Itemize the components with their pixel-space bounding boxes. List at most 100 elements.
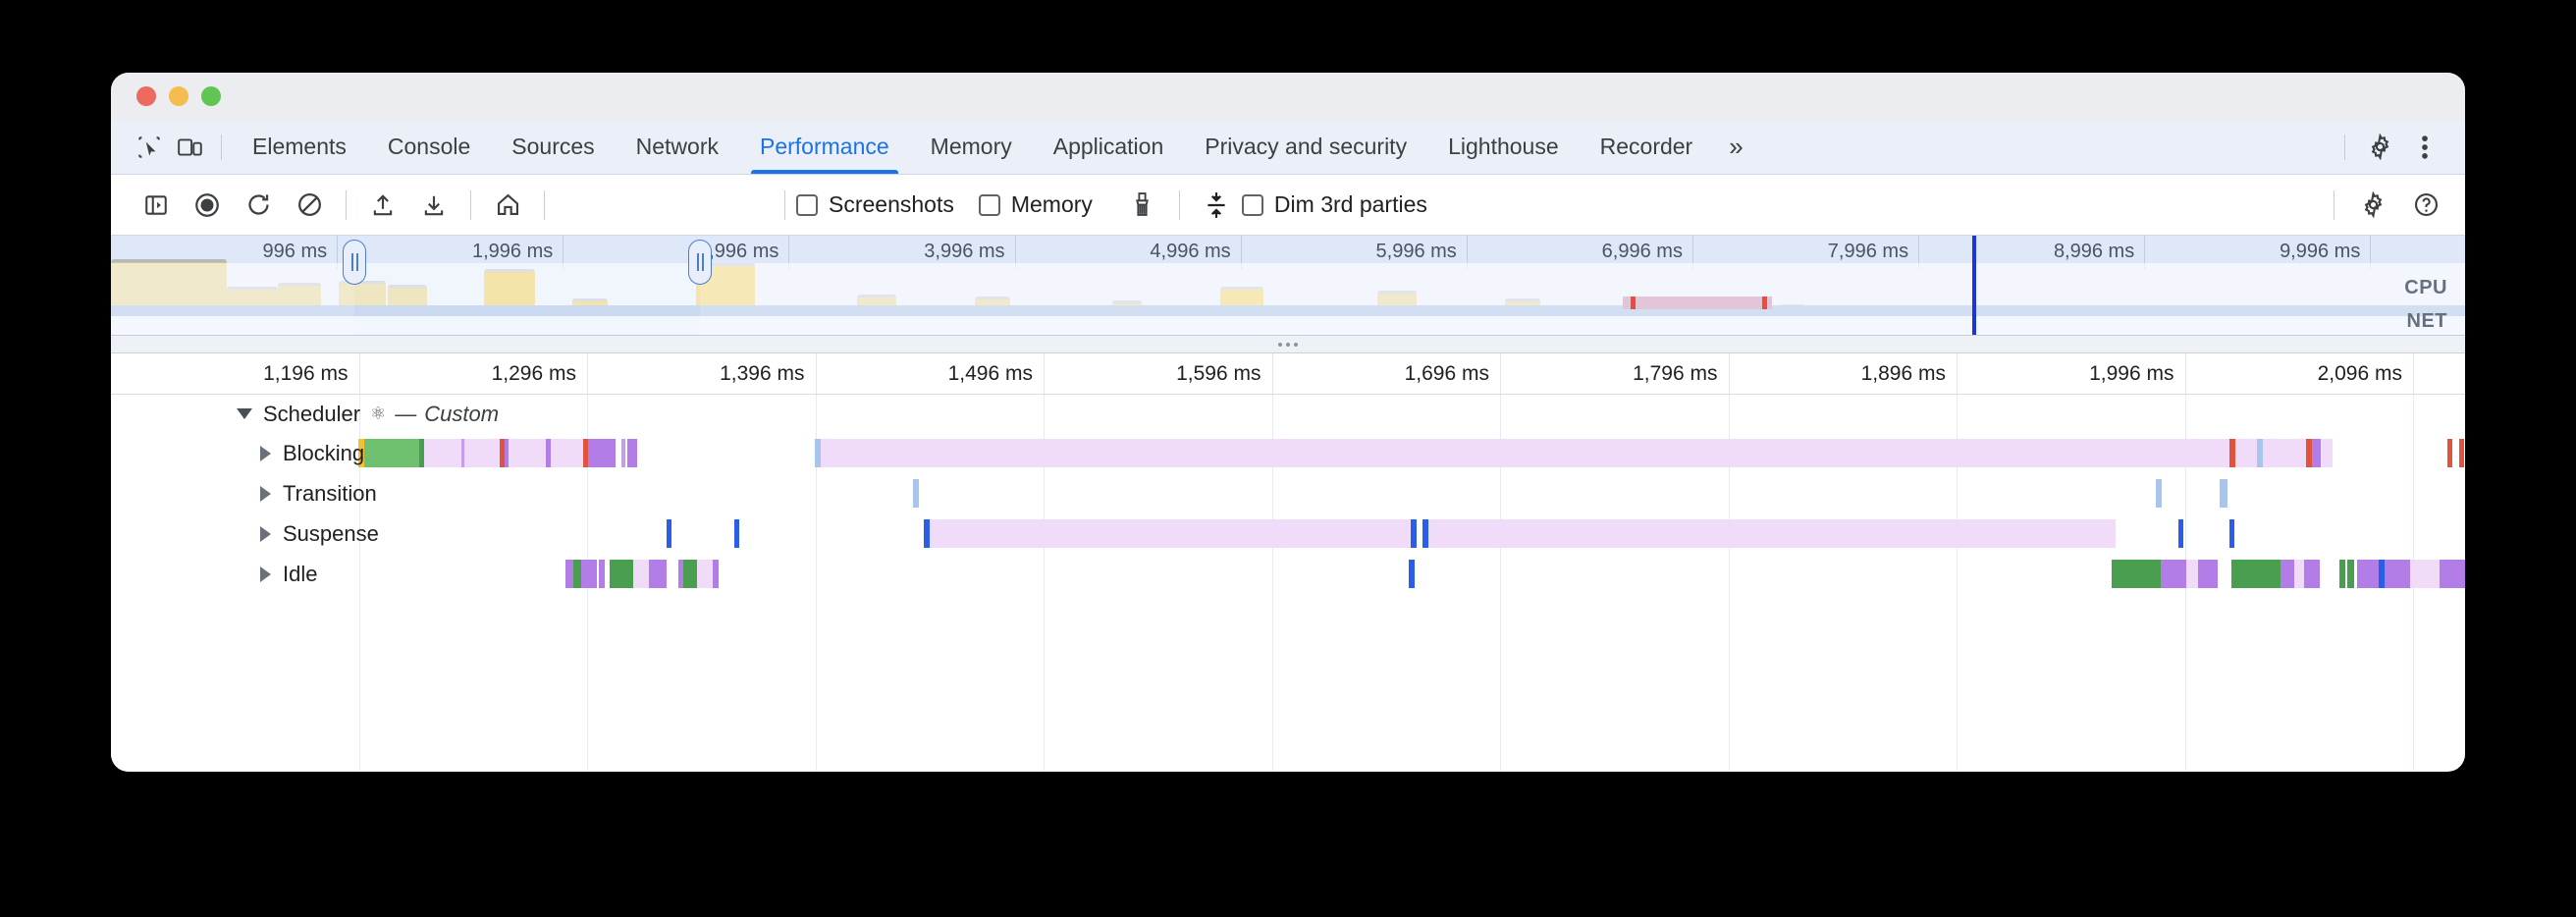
capture-settings-gear-icon[interactable] [2347,184,2398,227]
chevron-right-icon[interactable] [260,525,271,542]
flame-bar[interactable] [2112,560,2161,588]
flame-bar[interactable] [2281,560,2294,588]
flame-bar[interactable] [509,439,546,467]
collect-garbage-brush-icon[interactable] [1117,184,1168,227]
flame-bar[interactable] [581,560,597,588]
flame-bar[interactable] [683,560,697,588]
download-profile-icon[interactable] [408,184,459,227]
flame-bar[interactable] [2186,560,2198,588]
flame-bar[interactable] [621,439,625,467]
flame-bar[interactable] [2339,560,2345,588]
flame-bar[interactable] [2410,560,2440,588]
flame-chart-tracks[interactable]: Scheduler ⚛ — Custom Blocking Transition [111,395,2465,771]
track-bars-idle[interactable] [111,560,2465,588]
flame-bar[interactable] [2294,560,2304,588]
tab-application[interactable]: Application [1033,120,1185,174]
track-row-transition[interactable]: Transition [111,473,2465,513]
flame-bar[interactable] [2459,439,2464,467]
upload-profile-icon[interactable] [357,184,408,227]
clear-icon[interactable] [284,184,335,227]
flame-bar[interactable] [583,439,588,467]
tab-elements[interactable]: Elements [232,120,367,174]
track-group-label[interactable]: Scheduler ⚛ — Custom [237,395,499,433]
checkbox-box[interactable] [978,193,1000,216]
flame-bar[interactable] [464,439,500,467]
flame-bar[interactable] [2357,560,2379,588]
more-tabs-chevron-icon[interactable]: » [1713,120,1758,174]
collapse-tracks-icon[interactable] [1191,184,1242,227]
memory-checkbox[interactable]: Memory [978,191,1093,218]
flame-bar[interactable] [2440,560,2465,588]
flame-bar[interactable] [573,560,581,588]
flame-bar[interactable] [588,439,616,467]
record-icon[interactable] [182,184,233,227]
track-label-blocking[interactable]: Blocking [260,433,364,473]
reload-and-record-icon[interactable] [233,184,284,227]
flame-bar[interactable] [610,560,633,588]
inspect-element-icon[interactable] [129,128,170,167]
flame-bar[interactable] [734,519,739,548]
track-bars-blocking[interactable] [111,439,2465,467]
overview-selection-window[interactable] [354,263,700,335]
flame-bar[interactable] [2379,560,2385,588]
flame-bar[interactable] [424,439,461,467]
flame-bar[interactable] [2229,439,2235,467]
flame-bar[interactable] [649,560,667,588]
overview-time-cursor[interactable] [1972,236,1976,335]
flame-bar[interactable] [2229,519,2234,548]
device-toolbar-icon[interactable] [170,128,211,167]
chevron-right-icon[interactable] [260,485,271,502]
screenshots-checkbox[interactable]: Screenshots [796,191,954,218]
tab-network[interactable]: Network [616,120,739,174]
checkbox-box[interactable] [796,193,818,216]
flame-bar[interactable] [364,439,419,467]
flame-bar[interactable] [913,479,919,508]
chevron-right-icon[interactable] [260,445,271,461]
track-row-blocking[interactable]: Blocking [111,433,2465,473]
home-icon[interactable] [482,184,533,227]
tab-privacy-and-security[interactable]: Privacy and security [1184,120,1427,174]
minimize-window-button[interactable] [169,86,188,106]
flame-bar[interactable] [1428,519,2116,548]
tab-recorder[interactable]: Recorder [1580,120,1714,174]
track-row-idle[interactable]: Idle [111,554,2465,594]
flame-bar[interactable] [2220,479,2227,508]
track-bars-suspense[interactable] [111,519,2465,548]
flame-bar[interactable] [551,439,583,467]
dim-3rd-parties-checkbox[interactable]: Dim 3rd parties [1241,191,1427,218]
flame-bar[interactable] [2385,560,2410,588]
flame-bar[interactable] [2347,560,2354,588]
more-options-kebab-icon[interactable] [2404,128,2445,167]
track-row-suspense[interactable]: Suspense [111,513,2465,554]
tab-console[interactable]: Console [367,120,491,174]
track-label-suspense[interactable]: Suspense [260,513,379,554]
track-group-scheduler[interactable]: Scheduler ⚛ — Custom [111,395,2465,433]
flame-bar[interactable] [713,560,719,588]
flame-bar[interactable] [2178,519,2183,548]
flame-bar[interactable] [2312,439,2321,467]
flame-bar[interactable] [2257,439,2263,467]
flame-bar[interactable] [633,560,649,588]
tab-performance[interactable]: Performance [739,120,910,174]
flame-bar[interactable] [821,439,2333,467]
flame-bar[interactable] [505,439,509,467]
flame-bar[interactable] [2156,479,2162,508]
overview-window-handle-left[interactable] [343,240,366,285]
flame-bar[interactable] [1411,519,1417,548]
help-question-icon[interactable] [2400,184,2451,227]
track-bars-transition[interactable] [111,479,2465,508]
flame-bar[interactable] [2306,439,2312,467]
overview-window-handle-right[interactable] [688,240,712,285]
flame-bar[interactable] [667,519,671,548]
flame-bar[interactable] [1409,560,1415,588]
chevron-down-icon[interactable] [237,408,252,419]
settings-gear-icon[interactable] [2359,128,2400,167]
flame-bar[interactable] [815,439,821,467]
flame-bar[interactable] [2231,560,2281,588]
flame-bar[interactable] [358,439,364,467]
flame-bar[interactable] [627,439,637,467]
flame-bar[interactable] [599,560,605,588]
flame-bar[interactable] [930,519,1411,548]
